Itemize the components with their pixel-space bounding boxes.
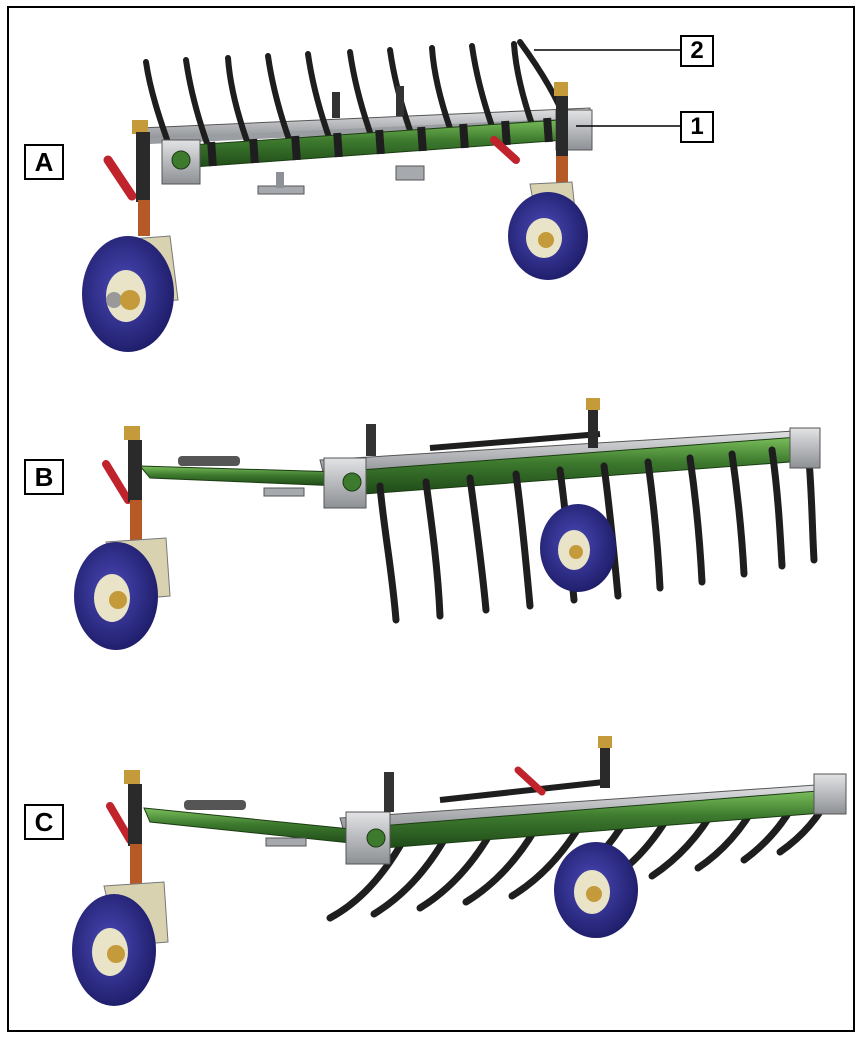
view-label-b: B (24, 459, 64, 495)
view-b-left-caster (74, 426, 171, 650)
view-a-spring-right (490, 136, 520, 164)
view-b-right-caster (540, 504, 616, 592)
callout-1: 1 (680, 111, 714, 143)
view-a-spring-left (103, 155, 137, 201)
view-label-a: A (24, 144, 64, 180)
view-c-right-caster (554, 842, 638, 938)
view-c-assembly (72, 736, 847, 1006)
view-b-hydraulic-ram (429, 431, 601, 451)
view-b-assembly (74, 398, 821, 650)
view-b-tines (376, 444, 818, 624)
view-c-spring (106, 802, 134, 844)
view-a-right-caster (508, 82, 588, 280)
view-c-left-caster (72, 770, 169, 1006)
view-a-left-caster (82, 120, 179, 352)
view-b-draw-tube (138, 465, 341, 487)
view-b-spring (102, 460, 132, 504)
view-c-hydraulic-ram (439, 779, 605, 803)
view-label-c: C (24, 804, 64, 840)
callout-2: 2 (680, 35, 714, 67)
view-c-draw-tube (143, 807, 361, 845)
view-a-assembly (82, 39, 680, 352)
